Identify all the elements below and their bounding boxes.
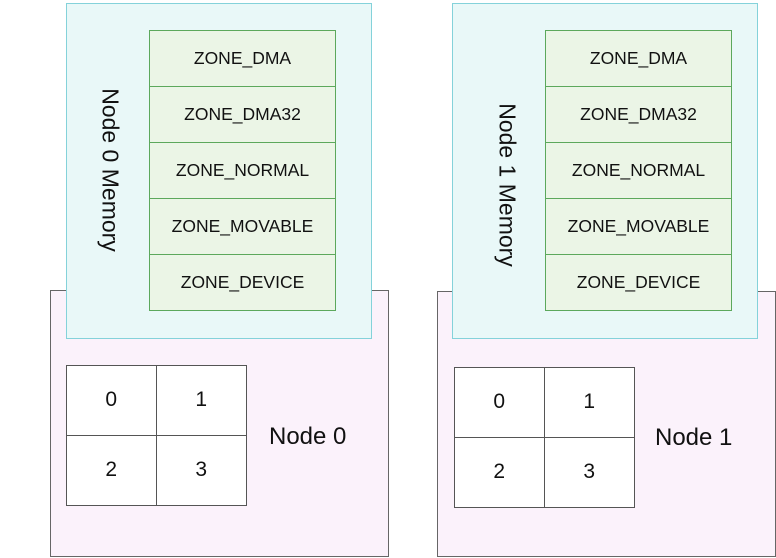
zone-item: ZONE_MOVABLE <box>546 199 731 255</box>
zone-item: ZONE_MOVABLE <box>150 199 335 255</box>
zone-item: ZONE_NORMAL <box>150 143 335 199</box>
cpu-cell: 0 <box>67 366 157 436</box>
node-label: Node 0 <box>269 423 347 450</box>
zone-item: ZONE_DMA <box>546 31 731 87</box>
zone-item: ZONE_NORMAL <box>546 143 731 199</box>
cpu-cell: 2 <box>455 437 545 507</box>
zone-item: ZONE_DMA <box>150 31 335 87</box>
zone-item: ZONE_DMA32 <box>150 87 335 143</box>
cpu-cell: 1 <box>544 368 634 438</box>
zone-item: ZONE_DMA32 <box>546 87 731 143</box>
cpu-cell: 1 <box>156 366 246 436</box>
zone-item: ZONE_DEVICE <box>576 272 701 292</box>
cpu-cell: 3 <box>583 460 596 484</box>
cpu-cell: 2 <box>67 435 157 505</box>
cpu-cell: 0 <box>455 368 545 438</box>
node-label: Node 1 <box>655 424 733 451</box>
memory-label: Node 1 Memory <box>494 103 521 267</box>
memory-label: Node 0 Memory <box>97 88 124 252</box>
zone-item: ZONE_DEVICE <box>180 272 305 292</box>
cpu-cell: 3 <box>195 458 208 482</box>
